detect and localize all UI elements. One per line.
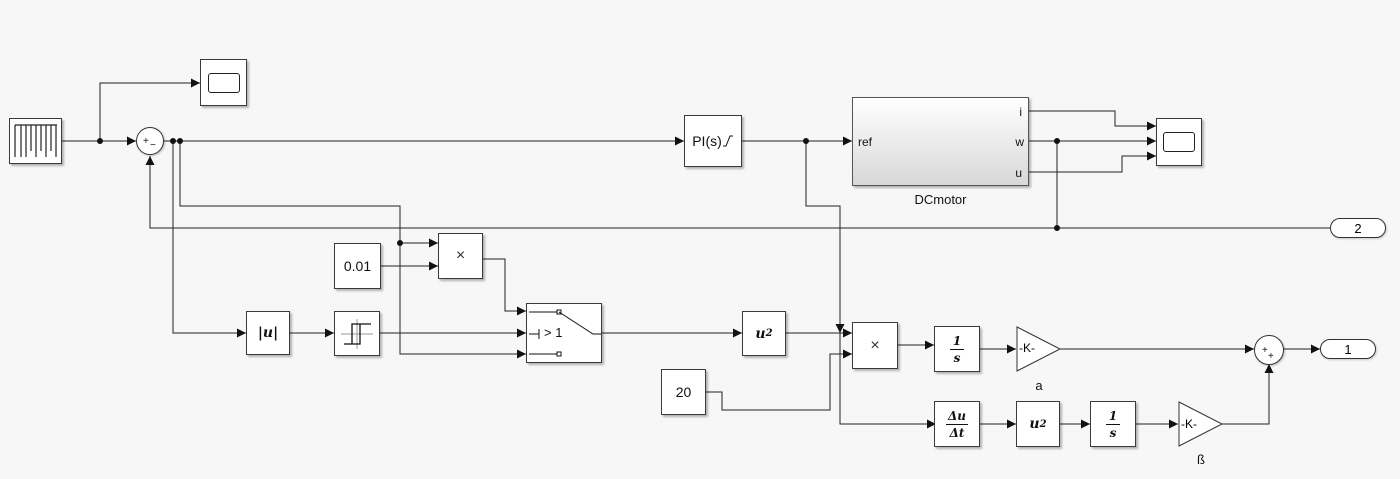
pi-controller-block[interactable]: PI(s)	[684, 115, 742, 167]
square-base: u	[755, 325, 766, 342]
scope-block-motor[interactable]	[1156, 118, 1202, 166]
product-block-cost[interactable]: ×	[852, 322, 898, 369]
line-error-abs	[172, 141, 246, 338]
square-base: u	[1029, 416, 1040, 432]
line-mult-switch	[483, 258, 526, 316]
line-source-scope1	[99, 78, 200, 141]
sum-sign-plus: +	[1268, 351, 1274, 362]
gain-a-caption: a	[1035, 378, 1043, 393]
switch-threshold-label: > 1	[544, 325, 563, 340]
square-exponent: 2	[1039, 418, 1047, 430]
square-exponent: 2	[765, 328, 773, 339]
abs-block[interactable]: |u|	[246, 311, 290, 355]
junction-dot	[97, 138, 103, 144]
junction-dot	[397, 240, 403, 246]
scope-block-reference[interactable]	[200, 59, 247, 106]
outport-2[interactable]: 2	[1330, 218, 1386, 238]
scope-icon	[207, 72, 240, 93]
line-u-scope	[1029, 151, 1156, 173]
junction-dot	[803, 138, 809, 144]
waveform-icon	[13, 124, 57, 157]
port-ref: ref	[858, 135, 873, 149]
line-ref-deriv	[839, 333, 936, 429]
line-gainb-sum	[1222, 364, 1274, 425]
outport-1[interactable]: 1	[1320, 339, 1376, 359]
switch-icon	[529, 309, 601, 357]
port-u: u	[1015, 166, 1022, 180]
dcmotor-subsystem[interactable]: ref i w u	[852, 97, 1029, 186]
pi-label: PI(s)	[692, 133, 722, 149]
sum-block-cost[interactable]: + +	[1254, 335, 1284, 365]
line-feedback-sum	[145, 156, 1057, 229]
scope-icon	[1163, 132, 1195, 152]
gain-block-b[interactable]	[1178, 401, 1224, 447]
dcmotor-caption: DCmotor	[914, 192, 967, 207]
gain-b-caption: ß	[1197, 452, 1205, 467]
gain-block-a[interactable]	[1016, 326, 1062, 372]
junction-dot	[1054, 138, 1060, 144]
port-i: i	[1019, 105, 1022, 119]
relay-hysteresis-icon	[341, 318, 373, 349]
derivative-denominator: Δt	[949, 425, 965, 440]
junction-dot	[170, 138, 176, 144]
gain-b-label: -K-	[1181, 417, 1197, 431]
integrator-denominator: s	[1109, 425, 1117, 440]
switch-block[interactable]: > 1	[526, 303, 602, 363]
junction-dot	[177, 138, 183, 144]
integrator-denominator: s	[953, 350, 961, 365]
product-block-gate[interactable]: ×	[438, 233, 483, 279]
junction-dot	[1054, 225, 1060, 231]
line-ref-prod	[805, 141, 845, 333]
sum-sign-plus: +	[143, 136, 149, 147]
constant-block-small[interactable]: 0.01	[334, 243, 381, 289]
gain-a-label: -K-	[1019, 341, 1035, 355]
derivative-numerator: Δu	[947, 408, 967, 423]
constant-block-large[interactable]: 20	[661, 369, 706, 415]
sum-sign-minus: −	[150, 140, 156, 151]
sum-block-error[interactable]: + −	[136, 127, 164, 155]
integrator-numerator: 1	[1108, 408, 1118, 423]
saturation-icon	[722, 135, 733, 147]
sum-sign-plus: +	[1262, 345, 1268, 356]
line-i-scope	[1029, 110, 1156, 131]
relay-block[interactable]	[334, 311, 380, 356]
line-20-prod	[706, 349, 852, 411]
port-w: w	[1015, 135, 1024, 149]
line-error-switch	[179, 141, 526, 359]
signal-builder-block[interactable]	[9, 118, 62, 164]
integrator-numerator: 1	[952, 333, 962, 348]
